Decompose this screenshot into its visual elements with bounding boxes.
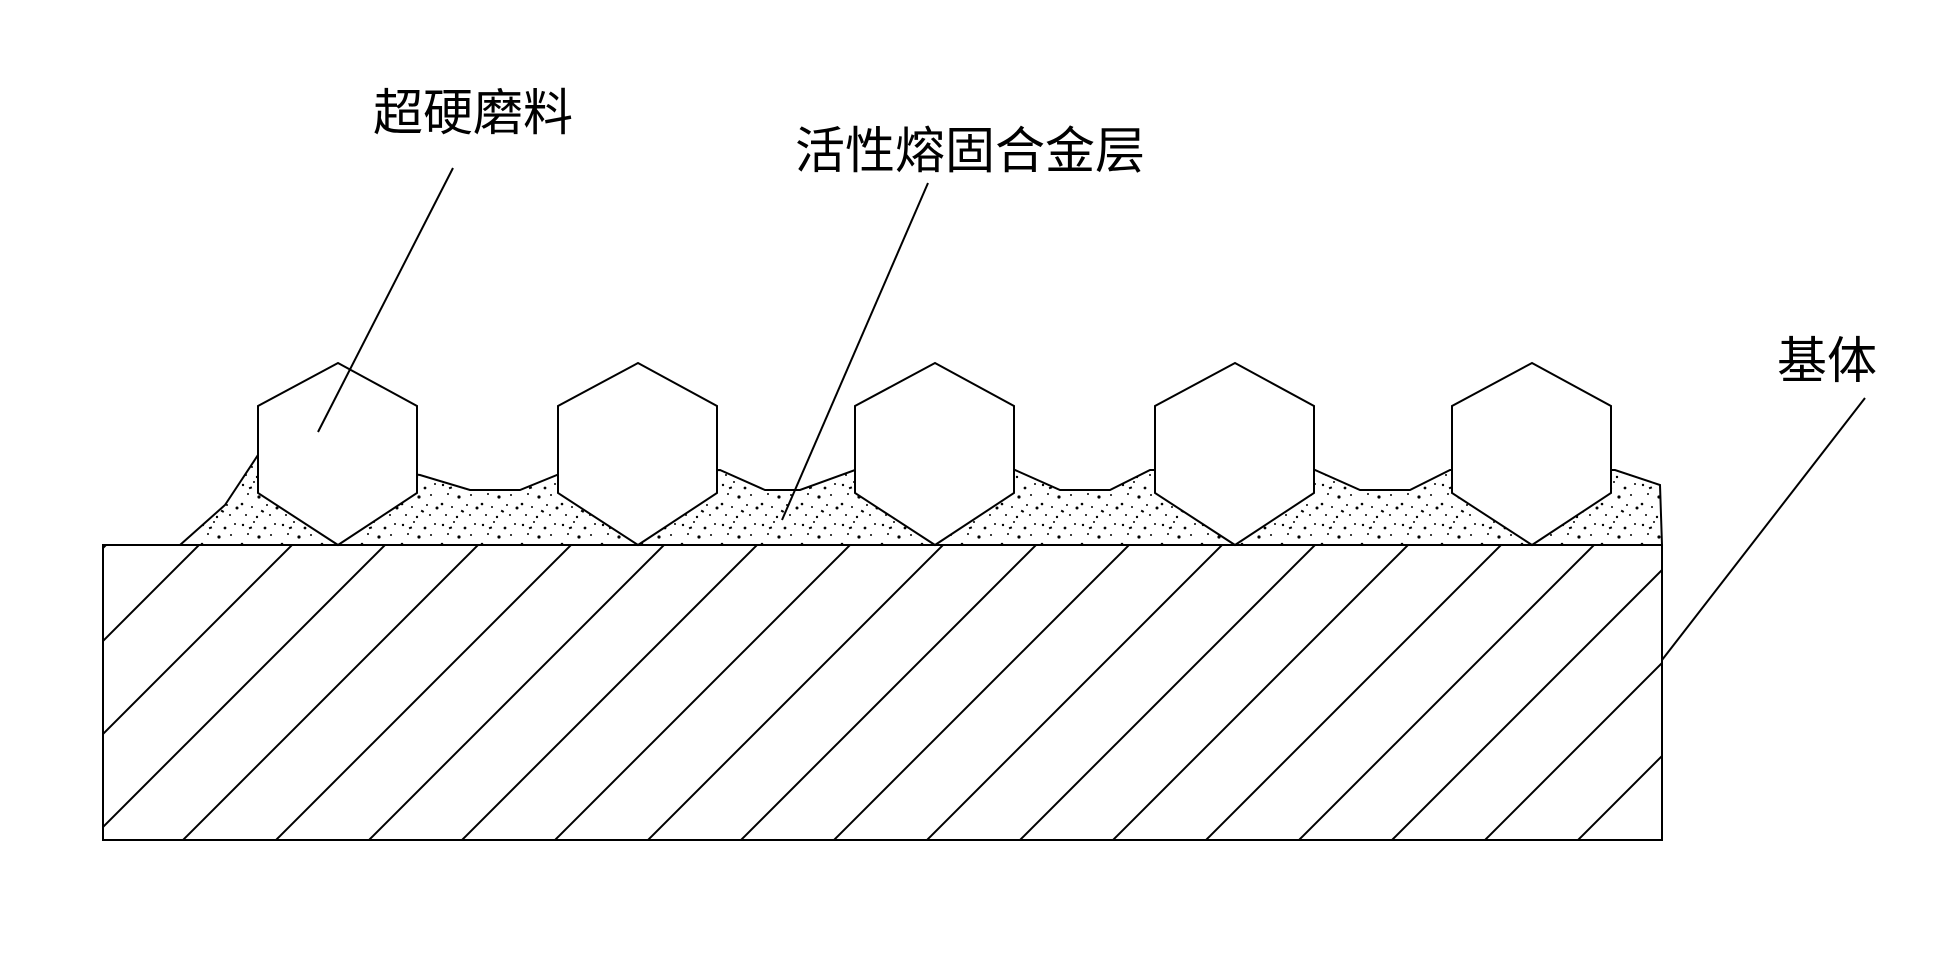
abrasive-hexagon-4: [1154, 361, 1315, 547]
leader-line-abrasive: [317, 167, 454, 433]
leader-line-alloy: [781, 182, 929, 521]
abrasive-hexagon-1: [257, 361, 418, 547]
label-alloy-layer: 活性熔固合金层: [795, 122, 1145, 180]
abrasive-group: [257, 361, 1612, 547]
label-substrate: 基体: [1777, 332, 1877, 390]
abrasive-hexagon-3: [854, 361, 1015, 547]
abrasive-hexagon-2: [557, 361, 718, 547]
substrate-block: [102, 544, 1663, 841]
label-abrasive: 超硬磨料: [373, 84, 573, 142]
abrasive-hexagon-5: [1451, 361, 1612, 547]
leader-line-substrate: [1661, 397, 1866, 661]
